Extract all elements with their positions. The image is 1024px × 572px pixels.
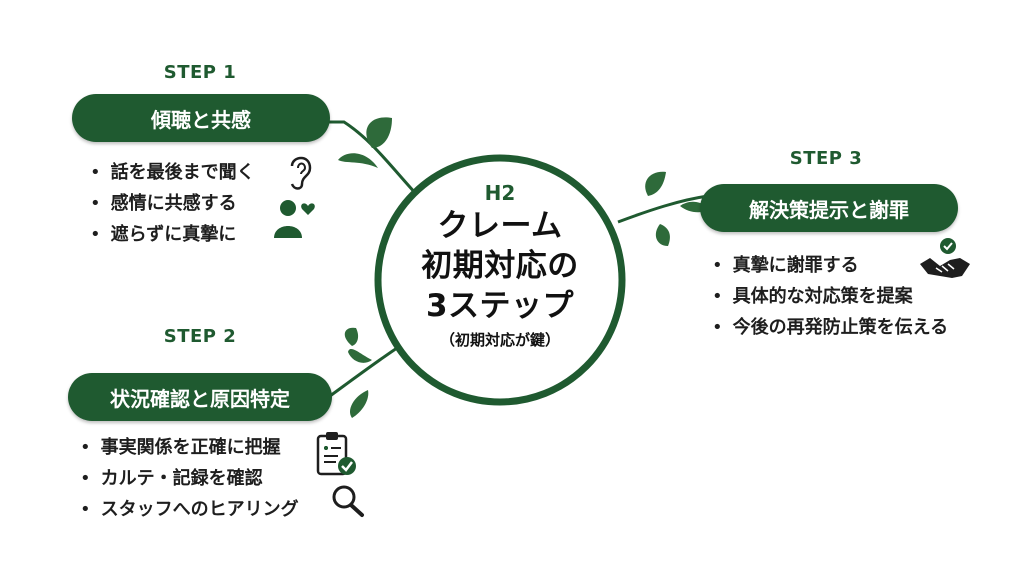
step3-title-pill: 解決策提示と謝罪 [700, 184, 958, 232]
leaf [344, 327, 359, 346]
step2-bullet-list: 事実関係を正確に把握 カルテ・記録を確認 スタッフへのヒアリング [80, 432, 299, 525]
clipboard-check-icon [316, 432, 356, 476]
branch-step1 [318, 120, 420, 198]
step1-bullet-list: 話を最後まで聞く 感情に共感する 遮らずに真摯に [90, 157, 255, 250]
list-item: 遮らずに真摯に [90, 219, 255, 250]
empathy-person-heart-icon [274, 200, 315, 238]
list-item: 真摯に謝罪する [712, 250, 948, 281]
leaf [338, 153, 378, 168]
leaf [348, 349, 372, 363]
center-title-line-1: クレーム [437, 208, 563, 244]
center-circle [374, 154, 626, 406]
heading-tag: H2 [484, 181, 516, 205]
step3-bullet-list: 真摯に謝罪する 具体的な対応策を提案 今後の再発防止策を伝える [712, 250, 948, 343]
list-item: 話を最後まで聞く [90, 157, 255, 188]
list-item: 今後の再発防止策を伝える [712, 312, 948, 343]
center-subtitle: （初期対応が鍵） [439, 331, 560, 349]
branch-step3 [617, 194, 709, 224]
step1-title-pill: 傾聴と共感 [72, 94, 330, 142]
list-item: スタッフへのヒアリング [80, 494, 299, 525]
step2-title-pill: 状況確認と原因特定 [68, 373, 332, 421]
step2-label: STEP 2 [163, 326, 237, 347]
list-item: 事実関係を正確に把握 [80, 432, 299, 463]
center-title-line-2: 初期対応の [421, 248, 579, 284]
leaf [645, 171, 666, 196]
magnifier-icon [332, 485, 364, 517]
ear-icon [290, 156, 312, 190]
list-item: 感情に共感する [90, 188, 255, 219]
leaf [655, 224, 670, 246]
handshake-check-icon [920, 238, 970, 278]
step1-label: STEP 1 [163, 62, 237, 83]
leaf [349, 390, 369, 418]
list-item: 具体的な対応策を提案 [712, 281, 948, 312]
list-item: カルテ・記録を確認 [80, 463, 299, 494]
leaf [366, 117, 392, 148]
center-title-block: H2 クレーム 初期対応の 3ステップ （初期対応が鍵） [395, 180, 605, 352]
center-title-line-3: 3ステップ [425, 288, 575, 324]
step3-label: STEP 3 [789, 148, 863, 169]
branch-step2 [329, 344, 401, 398]
